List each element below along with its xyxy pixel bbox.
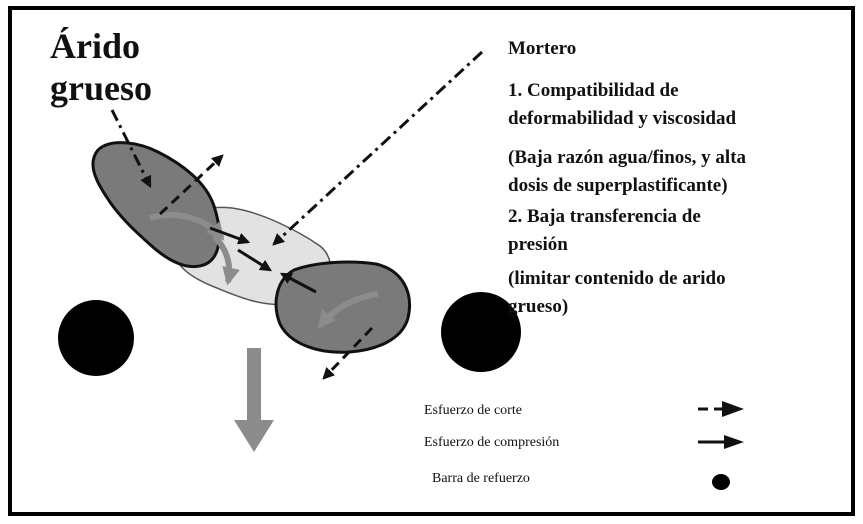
shear-arrow-upper xyxy=(158,154,224,216)
mortar-item1-sub-line1: (Baja razón agua/finos, y alta xyxy=(508,147,747,168)
settlement-arrow xyxy=(234,348,274,452)
mortar-item1-line2: deformabilidad y viscosidad xyxy=(508,108,736,129)
rebar-left xyxy=(58,300,134,376)
leader-mortar xyxy=(272,50,484,246)
leader-aggregate xyxy=(110,109,152,189)
legend-compression-icon xyxy=(698,435,744,449)
flow-arrow-mortar xyxy=(211,233,240,286)
mortar-item2-sub-line1: (limitar contenido de arido xyxy=(508,268,726,289)
mortar-item1-line1: 1. Compatibilidad de xyxy=(508,80,679,101)
mortar-title: Mortero xyxy=(508,38,576,59)
aggregate-particle-upper xyxy=(91,141,221,269)
legend-shear-icon xyxy=(698,401,744,417)
legend: Esfuerzo de corte Esfuerzo de compresión… xyxy=(424,401,744,490)
aggregate-label-line2: grueso xyxy=(50,68,152,108)
legend-shear-label: Esfuerzo de corte xyxy=(424,403,522,418)
mortar-item1-sub-line2: dosis de superplastificante) xyxy=(508,175,728,196)
compression-arrow-3 xyxy=(279,272,317,294)
compression-arrow-1 xyxy=(209,226,251,245)
figure-frame xyxy=(8,6,855,516)
mortar-item2-line2: presión xyxy=(508,234,568,255)
rebar-right xyxy=(441,292,521,372)
compression-arrow-2 xyxy=(237,248,273,272)
aggregate-label-line1: Árido xyxy=(50,26,140,66)
legend-rebar-label: Barra de refuerzo xyxy=(432,471,530,486)
mortar-item2-line1: 2. Baja transferencia de xyxy=(508,206,701,227)
legend-rebar-icon xyxy=(712,474,730,490)
mortar-item2-sub-line2: grueso) xyxy=(508,296,568,317)
legend-compression-label: Esfuerzo de compresión xyxy=(424,435,559,450)
flow-arrow-lower xyxy=(317,291,379,329)
shear-arrow-lower xyxy=(322,326,374,380)
flow-arrow-upper xyxy=(149,212,225,241)
